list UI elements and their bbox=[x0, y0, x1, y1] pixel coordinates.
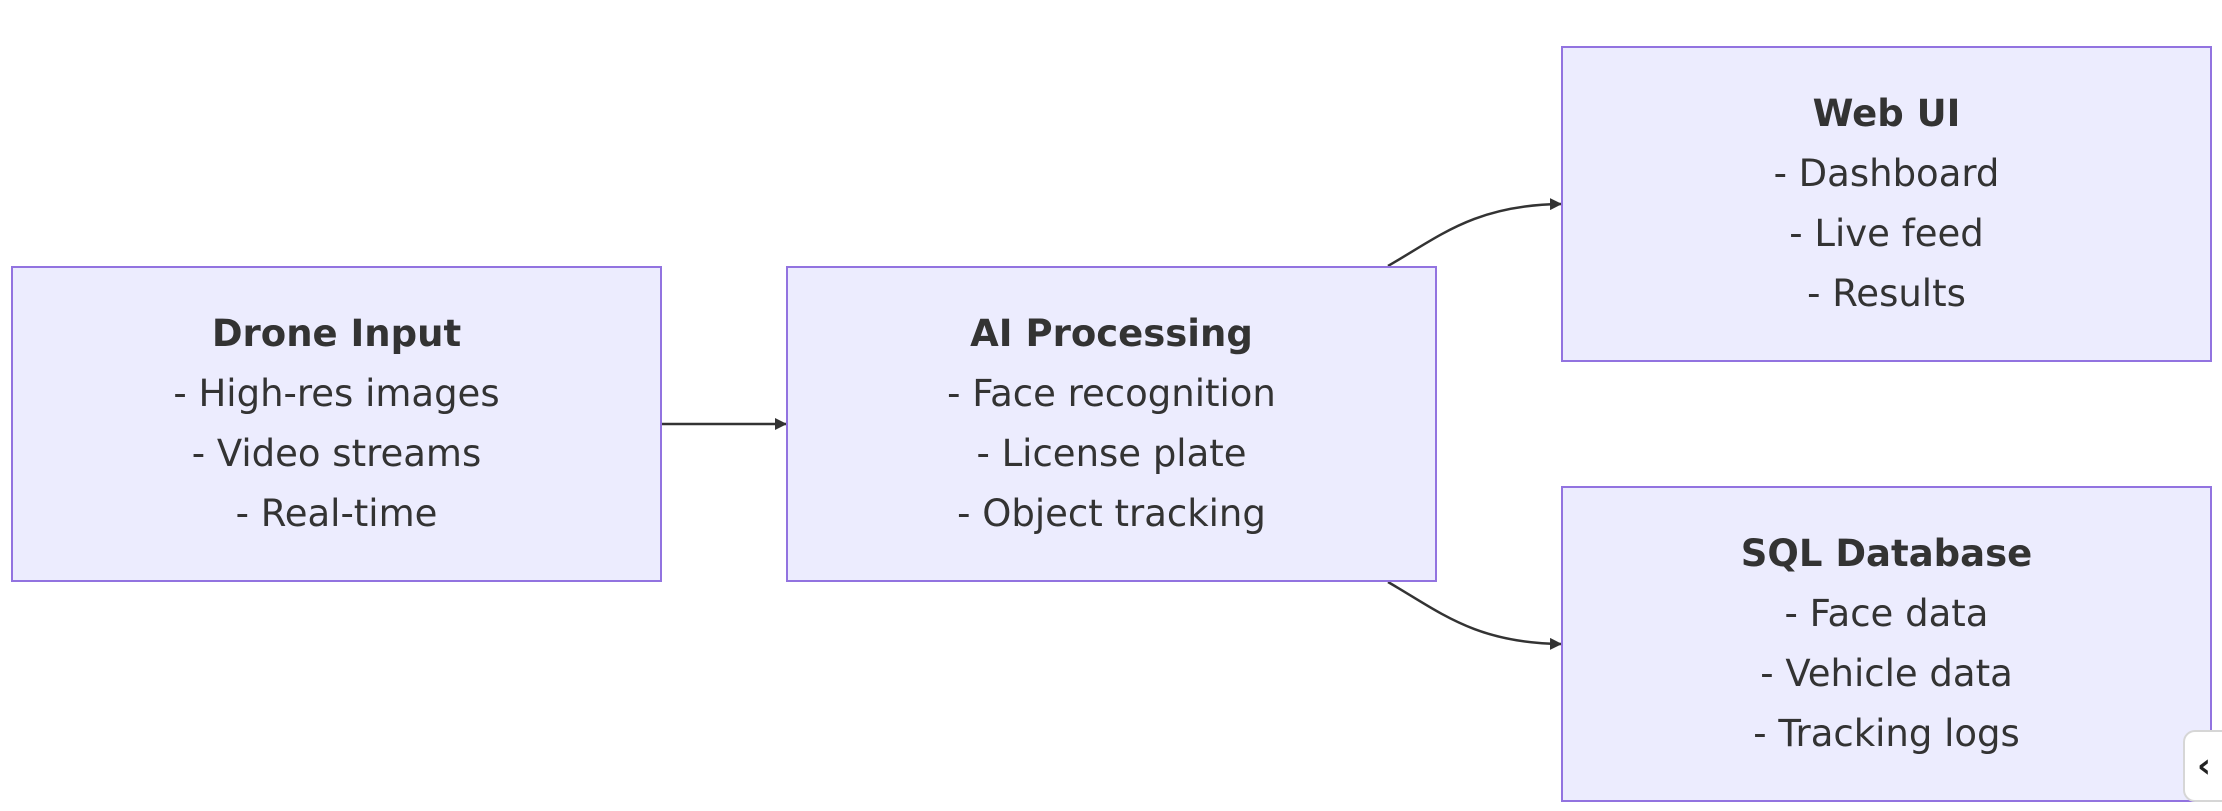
node-line: - Results bbox=[1807, 272, 1966, 315]
node-line: - Dashboard bbox=[1773, 152, 2000, 195]
node-title: AI Processing bbox=[970, 312, 1253, 355]
node-line: - Real-time bbox=[235, 492, 438, 535]
node-drone-input[interactable]: Drone Input - High-res images - Video st… bbox=[11, 266, 662, 582]
node-sql-database[interactable]: SQL Database - Face data - Vehicle data … bbox=[1561, 486, 2212, 802]
edge-ai-to-sql bbox=[1387, 580, 1562, 650]
node-line: - Object tracking bbox=[957, 492, 1266, 535]
collapse-panel-button[interactable]: ‹ bbox=[2183, 730, 2222, 802]
node-title: Drone Input bbox=[211, 312, 462, 355]
node-title: SQL Database bbox=[1740, 532, 2033, 575]
edge-ai-to-web bbox=[1387, 198, 1562, 268]
node-line: - High-res images bbox=[173, 372, 500, 415]
node-ai-processing[interactable]: AI Processing - Face recognition - Licen… bbox=[786, 266, 1437, 582]
chevron-left-icon: ‹ bbox=[2197, 746, 2212, 786]
node-line: - Face data bbox=[1784, 592, 1989, 635]
node-line: - Face recognition bbox=[947, 372, 1276, 415]
node-line: - Tracking logs bbox=[1753, 712, 2020, 755]
node-web-ui[interactable]: Web UI - Dashboard - Live feed - Results bbox=[1561, 46, 2212, 362]
node-line: - Video streams bbox=[191, 432, 482, 475]
node-line: - Live feed bbox=[1789, 212, 1984, 255]
node-title: Web UI bbox=[1812, 92, 1961, 135]
node-line: - License plate bbox=[976, 432, 1247, 475]
node-line: - Vehicle data bbox=[1760, 652, 2013, 695]
